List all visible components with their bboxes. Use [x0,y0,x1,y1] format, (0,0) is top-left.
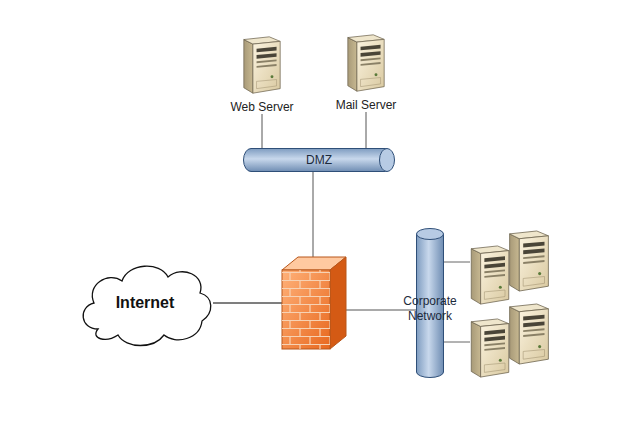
server-node: Mail Server [332,32,401,112]
cloud-node: Internet [76,259,214,347]
node-label: Corporate Network [394,294,466,324]
network-segment: DMZ [243,148,395,172]
network-segment: Corporate Network [416,228,444,378]
lan-wire [444,262,470,263]
lan-wire [444,342,470,343]
server-icon [471,319,509,377]
node-label: Internet [116,294,175,312]
server-icon [471,246,509,304]
server-shape [244,37,280,93]
pipe-body [244,149,388,172]
server-node: Web Server [226,34,298,114]
server-shape [348,35,384,91]
cloud-shape [83,266,211,345]
network-link [262,114,263,148]
server-icon [346,32,386,94]
pipe-end [380,149,395,172]
node-label: Mail Server [332,98,401,112]
pipe-end [417,229,444,240]
server-icon [510,231,549,291]
node-label: DMZ [306,153,332,167]
network-link [366,112,367,148]
lan-servers [471,231,548,377]
server-icon [242,34,282,96]
node-label: Web Server [226,100,298,114]
firewall-icon [282,257,346,349]
server-icon [510,304,549,364]
